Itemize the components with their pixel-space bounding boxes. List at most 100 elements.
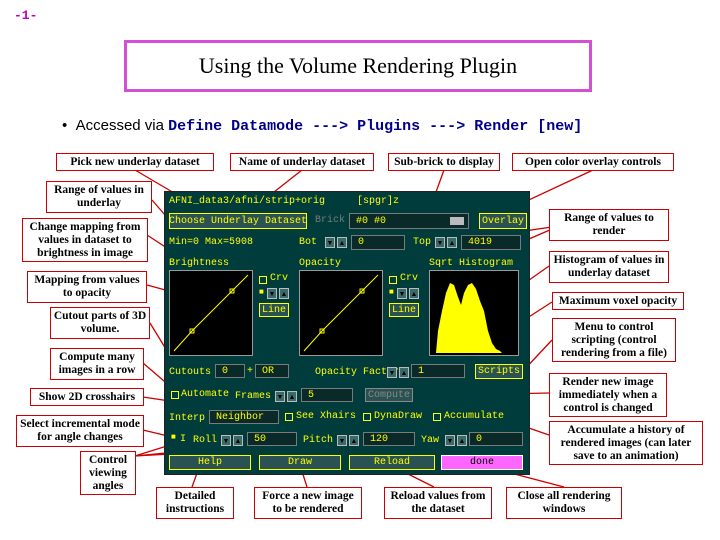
label-mapping-opacity: Mapping from values to opacity bbox=[27, 271, 147, 303]
frames-label: Frames bbox=[235, 391, 272, 402]
roll-up-arrow-icon[interactable]: ▲ bbox=[233, 435, 243, 446]
brightness-control-dot: ■ bbox=[259, 288, 264, 297]
brightness-crv-check[interactable] bbox=[259, 276, 267, 284]
histogram-plot bbox=[429, 270, 519, 356]
menu-path: Define Datamode ---> Plugins ---> Render… bbox=[168, 118, 583, 135]
roll-field[interactable]: 50 bbox=[247, 432, 297, 446]
frames-up-arrow-icon[interactable]: ▲ bbox=[287, 391, 297, 402]
yaw-value: 0 bbox=[476, 433, 483, 445]
accumulate-label: Accumulate bbox=[444, 411, 505, 422]
range-text: Min=0 Max=5908 bbox=[169, 237, 254, 248]
compute-button[interactable]: Compute bbox=[365, 388, 413, 402]
brightness-line-button[interactable]: Line bbox=[259, 303, 289, 317]
label-control-view: Control viewing angles bbox=[80, 451, 136, 495]
brightness-down-arrow-icon[interactable]: ▼ bbox=[267, 288, 277, 299]
automate-label: Automate bbox=[181, 389, 230, 400]
bot-label: Bot bbox=[299, 237, 318, 248]
opfac-down-arrow-icon[interactable]: ▼ bbox=[387, 367, 397, 378]
label-render-new: Render new image immediately when a cont… bbox=[549, 373, 667, 417]
frames-value: 5 bbox=[308, 389, 315, 401]
label-select-incr: Select incremental mode for angle change… bbox=[16, 415, 144, 447]
brick-selector[interactable]: #0 #0 bbox=[349, 213, 469, 229]
opacity-down-arrow-icon[interactable]: ▼ bbox=[397, 288, 407, 299]
opacity-curve bbox=[303, 274, 379, 352]
brightness-crv-label: Crv bbox=[270, 273, 289, 284]
incr-mode-dot[interactable]: ■ bbox=[171, 433, 176, 442]
choose-underlay-button[interactable]: Choose Underlay Dataset bbox=[169, 213, 307, 229]
cutouts-label: Cutouts bbox=[169, 367, 212, 378]
label-reload: Reload values from the dataset bbox=[384, 487, 492, 519]
opacity-crv-check[interactable] bbox=[389, 276, 397, 284]
yaw-label: Yaw bbox=[421, 435, 440, 446]
yaw-down-arrow-icon[interactable]: ▼ bbox=[445, 435, 455, 446]
or-menu[interactable]: OR bbox=[255, 364, 289, 378]
label-range-underlay: Range of values in underlay bbox=[46, 181, 152, 213]
overlay-button[interactable]: Overlay bbox=[479, 213, 527, 229]
label-close-all: Close all rendering windows bbox=[506, 487, 622, 519]
bullet-dot: • bbox=[62, 117, 76, 134]
cutouts-value: 0 bbox=[222, 365, 229, 377]
help-button[interactable]: Help bbox=[169, 455, 251, 470]
cutouts-menu[interactable]: 0 bbox=[215, 364, 245, 378]
opacity-up-arrow-icon[interactable]: ▲ bbox=[409, 288, 419, 299]
bullet-lead: Accessed via bbox=[75, 117, 169, 134]
label-range-render: Range of values to render bbox=[549, 209, 669, 241]
interp-menu[interactable]: Neighbor bbox=[209, 410, 279, 424]
draw-button[interactable]: Draw bbox=[259, 455, 341, 470]
pitch-field[interactable]: 120 bbox=[363, 432, 415, 446]
label-histogram: Histogram of values in underlay dataset bbox=[549, 251, 669, 283]
top-label: Top bbox=[413, 237, 432, 248]
bot-value: 0 bbox=[358, 237, 365, 248]
label-accumulate: Accumulate a history of rendered images … bbox=[549, 421, 703, 465]
pitch-up-arrow-icon[interactable]: ▲ bbox=[349, 435, 359, 446]
dynadraw-check[interactable] bbox=[363, 413, 371, 421]
top-up-arrow-icon[interactable]: ▲ bbox=[447, 237, 457, 248]
pitch-down-arrow-icon[interactable]: ▼ bbox=[337, 435, 347, 446]
pitch-value: 120 bbox=[370, 433, 389, 445]
roll-label: Roll bbox=[193, 435, 218, 446]
label-cutout: Cutout parts of 3D volume. bbox=[50, 307, 150, 339]
yaw-field[interactable]: 0 bbox=[469, 432, 523, 446]
plus-icon: + bbox=[247, 366, 254, 377]
frames-field[interactable]: 5 bbox=[301, 388, 353, 402]
top-down-arrow-icon[interactable]: ▼ bbox=[435, 237, 445, 248]
label-force-new: Force a new image to be rendered bbox=[254, 487, 362, 519]
histogram-shape bbox=[436, 283, 502, 353]
brightness-label: Brightness bbox=[169, 258, 230, 269]
roll-down-arrow-icon[interactable]: ▼ bbox=[221, 435, 231, 446]
bot-value-field[interactable]: 0 bbox=[351, 235, 405, 250]
opfac-up-arrow-icon[interactable]: ▲ bbox=[399, 367, 409, 378]
opacity-factor-field[interactable]: 1 bbox=[411, 364, 465, 378]
opacity-label: Opacity bbox=[299, 258, 342, 269]
render-plugin-panel: AFNI_data3/afni/strip+orig [spgr]z Choos… bbox=[164, 191, 530, 475]
top-value-field[interactable]: 4019 bbox=[461, 235, 521, 250]
scripts-button[interactable]: Scripts bbox=[475, 364, 523, 379]
roll-value: 50 bbox=[254, 433, 267, 445]
brightness-up-arrow-icon[interactable]: ▲ bbox=[279, 288, 289, 299]
histogram-label: Sqrt Histogram bbox=[429, 258, 514, 269]
frames-down-arrow-icon[interactable]: ▼ bbox=[275, 391, 285, 402]
label-show-2d: Show 2D crosshairs bbox=[30, 388, 144, 406]
label-detailed: Detailed instructions bbox=[156, 487, 234, 519]
page-number: -1- bbox=[14, 8, 38, 23]
accumulate-check[interactable] bbox=[433, 413, 441, 421]
see-xhairs-check[interactable] bbox=[285, 413, 293, 421]
automate-check[interactable] bbox=[171, 391, 179, 399]
or-value: OR bbox=[262, 365, 275, 377]
yaw-up-arrow-icon[interactable]: ▲ bbox=[457, 435, 467, 446]
reload-button[interactable]: Reload bbox=[349, 455, 435, 470]
done-button[interactable]: done bbox=[441, 455, 523, 470]
opacity-graph[interactable] bbox=[299, 270, 383, 356]
brightness-graph[interactable] bbox=[169, 270, 253, 356]
opacity-line-button[interactable]: Line bbox=[389, 303, 419, 317]
bullet-access: • Accessed via Define Datamode ---> Plug… bbox=[62, 117, 582, 135]
bot-up-arrow-icon[interactable]: ▲ bbox=[337, 237, 347, 248]
incr-label: I bbox=[180, 434, 187, 445]
slide-title: Using the Volume Rendering Plugin bbox=[198, 53, 518, 78]
opacity-control-dot: ■ bbox=[389, 288, 394, 297]
bot-down-arrow-icon[interactable]: ▼ bbox=[325, 237, 335, 248]
dataset-name: AFNI_data3/afni/strip+orig bbox=[169, 196, 326, 207]
label-menu-script: Menu to control scripting (control rende… bbox=[552, 318, 676, 362]
brick-label: Brick bbox=[315, 215, 346, 226]
see-xhairs-label: See Xhairs bbox=[296, 411, 357, 422]
